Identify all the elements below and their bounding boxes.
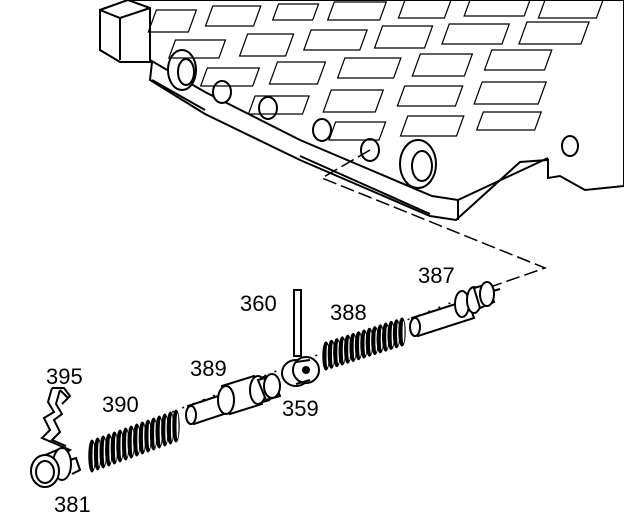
- valve-387: [409, 281, 501, 338]
- plug-381: [30, 446, 82, 488]
- callout-359: 359: [282, 396, 319, 421]
- callout-388: 388: [330, 300, 367, 325]
- valve-body-casting: [99, 0, 624, 222]
- pin-360: [293, 289, 302, 357]
- spring-390: [88, 409, 180, 473]
- spring-coil-highlight: [176, 413, 179, 439]
- callout-389: 389: [190, 356, 227, 381]
- callout-381: 381: [54, 492, 91, 517]
- callout-387: 387: [418, 263, 455, 288]
- valve-389: [185, 373, 282, 426]
- callout-labels: 387 360 388 389 359 395 390 381: [46, 263, 455, 517]
- callout-390: 390: [102, 392, 139, 417]
- retainer-clip-395: [40, 387, 73, 455]
- spring-388: [322, 317, 406, 371]
- plug-359: [281, 356, 320, 387]
- callout-395: 395: [46, 364, 83, 389]
- spring-coil-highlight: [402, 320, 405, 344]
- callout-360: 360: [240, 291, 277, 316]
